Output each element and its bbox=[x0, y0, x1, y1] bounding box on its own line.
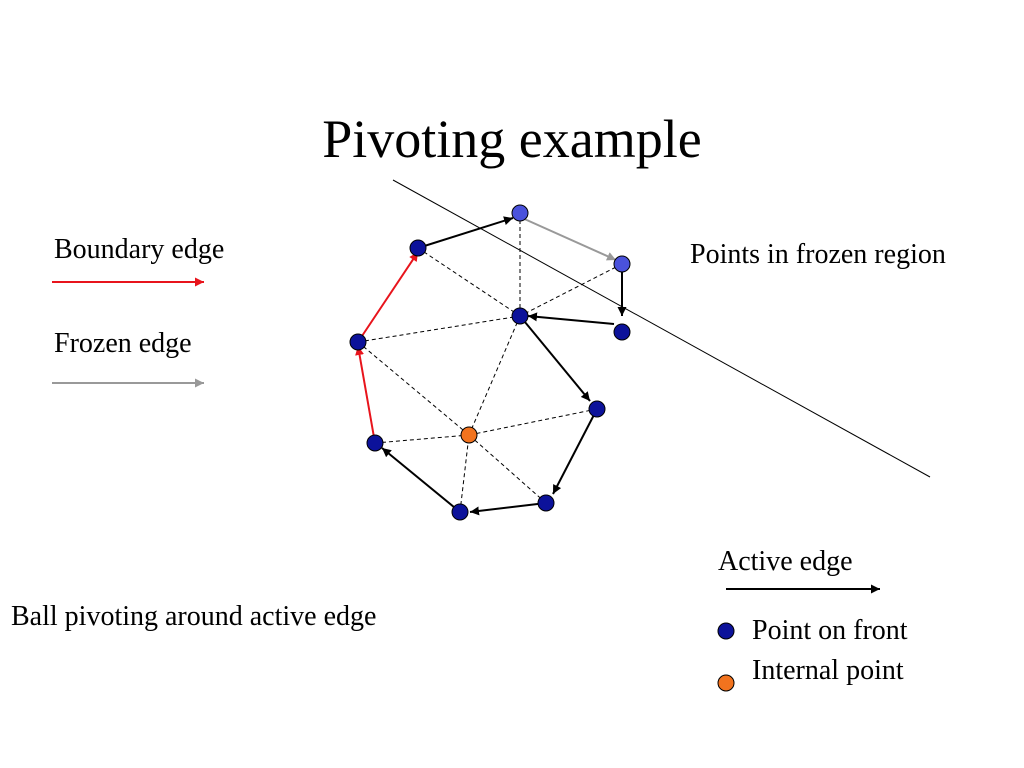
mesh-edge bbox=[519, 263, 623, 317]
front-point bbox=[349, 333, 367, 351]
active-edge bbox=[552, 408, 598, 495]
internal-point-label: Internal point bbox=[752, 655, 904, 686]
front-point bbox=[613, 323, 631, 341]
internal-point bbox=[460, 426, 478, 444]
ball-pivoting-caption: Ball pivoting around active edge bbox=[11, 601, 377, 632]
front-point bbox=[588, 400, 606, 418]
front-point bbox=[451, 503, 469, 521]
boundary-edges bbox=[355, 251, 419, 444]
mesh-edges bbox=[357, 213, 623, 513]
active-edge bbox=[417, 216, 514, 249]
frozen-region-boundary-line bbox=[392, 179, 931, 478]
mesh-edge bbox=[357, 341, 470, 436]
active-edges bbox=[381, 216, 627, 516]
internal-point-legend-dot bbox=[717, 674, 735, 692]
points bbox=[349, 204, 631, 521]
point-on-front-label: Point on front bbox=[752, 615, 908, 646]
boundary-edge bbox=[357, 251, 419, 343]
front-point bbox=[409, 239, 427, 257]
mesh-edge bbox=[459, 434, 470, 513]
frozen-point bbox=[511, 204, 529, 222]
mesh-edge bbox=[417, 247, 521, 317]
active-edge bbox=[519, 315, 591, 402]
mesh-edge bbox=[468, 434, 547, 504]
mesh-edge bbox=[468, 408, 598, 436]
boundary-edge bbox=[355, 345, 376, 444]
frozen-edge bbox=[519, 216, 617, 261]
front-point bbox=[537, 494, 555, 512]
mesh-edge bbox=[357, 315, 521, 343]
active-edge-label: Active edge bbox=[718, 546, 853, 577]
front-point bbox=[366, 434, 384, 452]
front-point bbox=[511, 307, 529, 325]
frozen-region-label: Points in frozen region bbox=[690, 239, 946, 270]
slide-title: Pivoting example bbox=[322, 109, 702, 169]
frozen-edge-label: Frozen edge bbox=[54, 328, 192, 359]
boundary-edge-label: Boundary edge bbox=[54, 234, 225, 265]
frozen-edges bbox=[519, 216, 617, 261]
active-edge bbox=[527, 312, 615, 325]
active-edge bbox=[469, 502, 547, 516]
frozen-point bbox=[613, 255, 631, 273]
mesh-edge bbox=[468, 315, 521, 436]
mesh-edge bbox=[374, 434, 470, 444]
front-point-legend-dot bbox=[717, 622, 735, 640]
active-edge bbox=[381, 447, 461, 513]
